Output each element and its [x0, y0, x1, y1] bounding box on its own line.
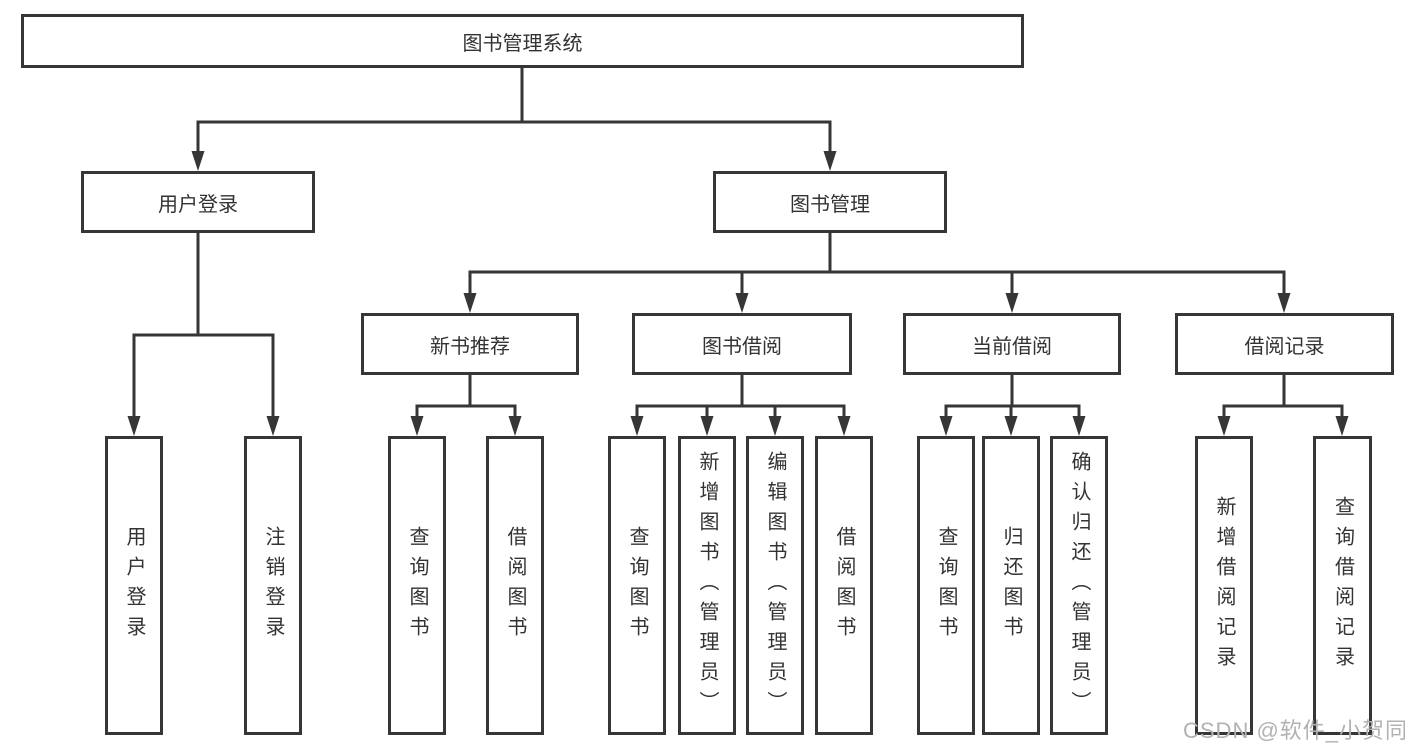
leaf-br-add-record-label: 新增借阅记录	[1213, 495, 1235, 676]
connector-cb-to-leaves	[944, 373, 1081, 420]
leaf-br-add-record: 新增借阅记录	[1195, 436, 1253, 735]
node-new-book-recommend-label: 新书推荐	[430, 335, 510, 358]
leaf-user-login: 用户登录	[105, 436, 163, 735]
connector-book-mgmt-to-level3	[468, 231, 1286, 297]
leaf-logout: 注销登录	[244, 436, 302, 735]
node-user-login-branch: 用户登录	[81, 171, 315, 233]
leaf-cb-confirm-return-admin: 确认归还（管理员）	[1050, 436, 1108, 735]
leaf-cb-return-books-label: 归还图书	[1000, 525, 1022, 646]
node-book-management: 图书管理	[713, 171, 947, 233]
leaf-bb-borrow-books-label: 借阅图书	[833, 525, 855, 646]
leaf-br-query-record-label: 查询借阅记录	[1331, 495, 1354, 676]
node-borrowing-records-label: 借阅记录	[1244, 335, 1325, 358]
leaf-nbr-query-books: 查询图书	[388, 436, 446, 735]
node-borrowing-records: 借阅记录	[1175, 313, 1394, 375]
leaf-bb-query-books-label: 查询图书	[626, 525, 648, 646]
leaf-user-login-label: 用户登录	[123, 525, 145, 646]
leaf-cb-confirm-return-admin-label: 确认归还（管理员）	[1068, 450, 1090, 721]
leaf-bb-query-books: 查询图书	[608, 436, 666, 735]
node-user-login-branch-label: 用户登录	[158, 193, 238, 216]
leaf-br-query-record: 查询借阅记录	[1313, 436, 1372, 735]
node-book-management-label: 图书管理	[790, 193, 870, 216]
leaf-bb-add-books-admin: 新增图书（管理员）	[678, 436, 736, 735]
node-root: 图书管理系统	[21, 14, 1024, 68]
leaf-cb-return-books: 归还图书	[982, 436, 1040, 735]
connector-user-login-to-leaves	[132, 231, 275, 419]
leaf-logout-label: 注销登录	[262, 525, 284, 646]
node-root-label: 图书管理系统	[462, 32, 583, 55]
leaf-nbr-borrow-books-label: 借阅图书	[504, 525, 526, 646]
connector-nbr-to-leaves	[415, 373, 517, 420]
leaf-cb-query-books: 查询图书	[917, 436, 975, 735]
leaf-nbr-query-books-label: 查询图书	[406, 525, 428, 646]
node-current-borrowing: 当前借阅	[903, 313, 1121, 375]
csdn-watermark: CSDN @软件_小贺同学	[1183, 718, 1405, 743]
node-book-borrowing: 图书借阅	[632, 313, 852, 375]
leaf-bb-add-books-admin-label: 新增图书（管理员）	[696, 450, 718, 721]
node-book-borrowing-label: 图书借阅	[702, 335, 782, 358]
connector-br-to-leaves	[1222, 373, 1344, 420]
leaf-cb-query-books-label: 查询图书	[935, 525, 957, 646]
leaf-nbr-borrow-books: 借阅图书	[486, 436, 544, 735]
leaf-bb-borrow-books: 借阅图书	[815, 436, 873, 735]
node-new-book-recommend: 新书推荐	[361, 313, 579, 375]
connector-bb-to-leaves	[635, 373, 846, 420]
leaf-bb-edit-books-admin: 编辑图书（管理员）	[746, 436, 804, 735]
leaf-bb-edit-books-admin-label: 编辑图书（管理员）	[764, 450, 786, 721]
connector-root-to-level2	[196, 66, 832, 154]
node-current-borrowing-label: 当前借阅	[972, 335, 1052, 358]
